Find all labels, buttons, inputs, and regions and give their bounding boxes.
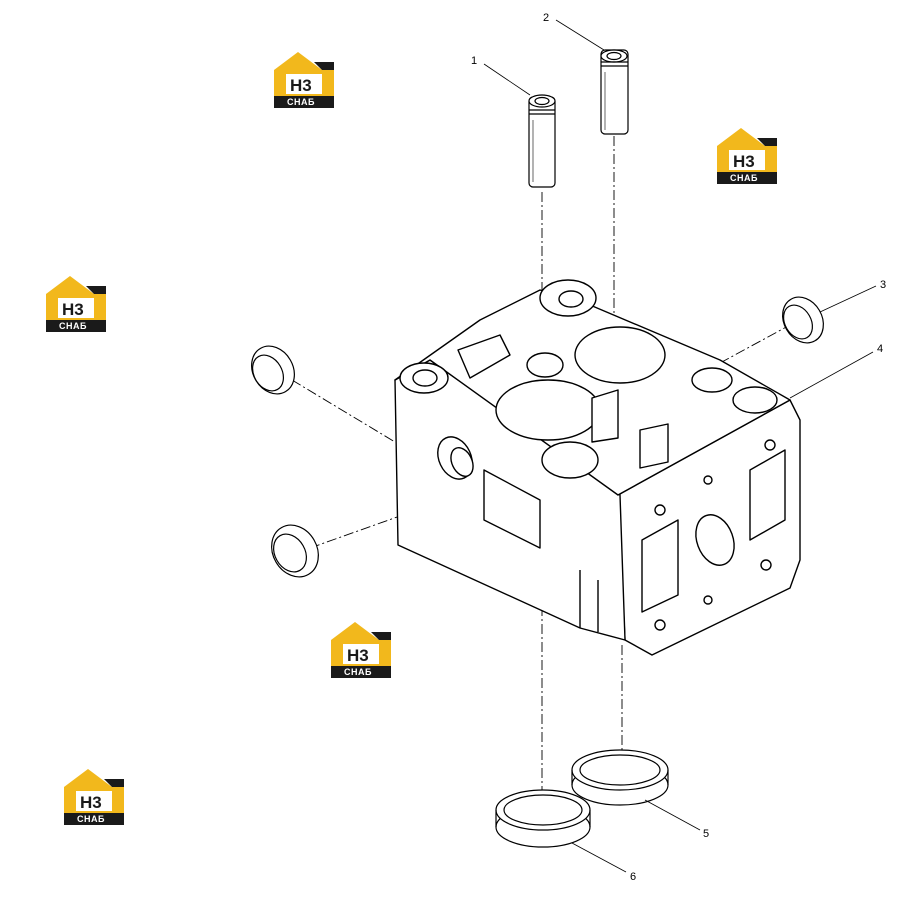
watermark-logo: H3 СНАБ (331, 622, 391, 678)
valve-seat-insert-5 (571, 749, 669, 806)
watermark-logo: H3 СНАБ (717, 128, 777, 184)
callout-labels: 1 2 3 4 5 6 (471, 12, 886, 883)
watermark-mark: H3 (290, 76, 312, 95)
cylinder-head (394, 279, 801, 656)
callout-6: 6 (630, 871, 636, 883)
leader-lines (483, 19, 877, 873)
watermark-sub: СНАБ (730, 173, 758, 183)
watermark-mark: H3 (733, 152, 755, 171)
watermark-logo: H3 СНАБ (46, 276, 106, 332)
valve-seat-insert-6 (495, 789, 591, 848)
valve-guide-1 (528, 94, 556, 188)
watermark-sub: СНАБ (77, 814, 105, 824)
expansion-plug-3 (782, 296, 824, 344)
expansion-plug-left-top (251, 345, 295, 395)
callout-3: 3 (880, 279, 886, 291)
valve-guide-2 (600, 49, 629, 135)
watermark-sub: СНАБ (287, 97, 315, 107)
callout-4: 4 (877, 343, 883, 355)
watermark-mark: H3 (80, 793, 102, 812)
watermark-sub: СНАБ (59, 321, 87, 331)
watermark-mark: H3 (62, 300, 84, 319)
callout-1: 1 (471, 55, 477, 67)
watermark-sub: СНАБ (344, 667, 372, 677)
watermark-logo: H3 СНАБ (64, 769, 124, 825)
watermark-logo: H3 СНАБ (274, 52, 334, 108)
watermark-mark: H3 (347, 646, 369, 665)
expansion-plug-left-bottom (271, 524, 319, 578)
callout-2: 2 (543, 12, 549, 24)
callout-5: 5 (703, 828, 709, 840)
